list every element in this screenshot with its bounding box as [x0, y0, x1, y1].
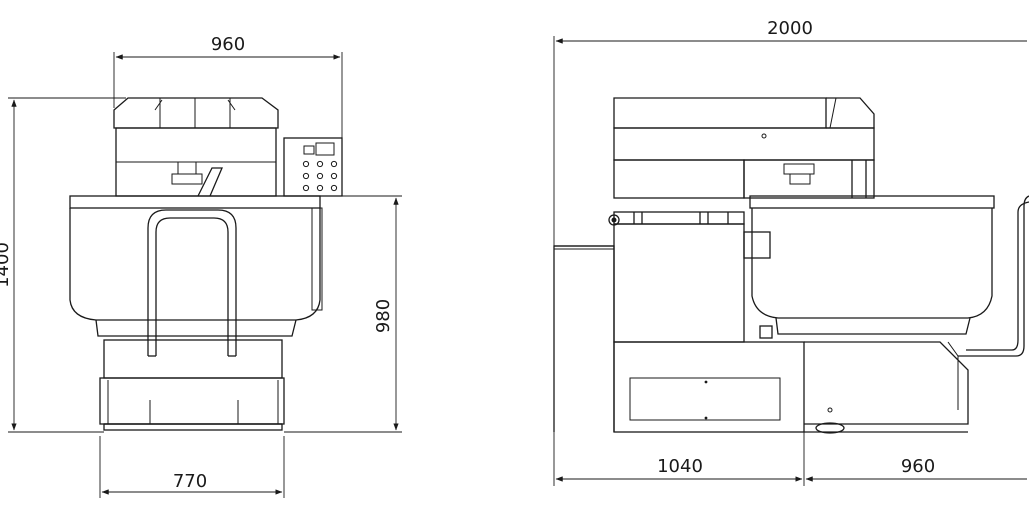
dim-front-width: 960: [113, 34, 343, 138]
dim-bowl-length: 960: [805, 456, 1027, 482]
dim-body-length: 1040: [553, 432, 805, 486]
front-handle: [147, 209, 237, 357]
dim-bowl-length-label: 960: [901, 456, 935, 477]
side-head: [613, 97, 875, 199]
side-rails: [608, 211, 773, 339]
front-view: 960 1400 980 770: [0, 34, 402, 498]
front-motor-housing: [115, 127, 277, 197]
side-handle: [958, 195, 1029, 357]
dim-front-width-label: 960: [211, 34, 245, 55]
dim-front-height-label: 1400: [0, 242, 13, 288]
dim-body-length-label: 1040: [657, 456, 703, 477]
side-view: 2000 1040 960: [553, 18, 1029, 486]
dim-bowl-height-label: 980: [373, 299, 394, 333]
dim-side-length: 2000: [553, 18, 1027, 246]
control-panel: [283, 137, 343, 197]
side-front-base: [804, 341, 969, 434]
side-bowl: [749, 195, 995, 335]
side-rear-body: [553, 223, 805, 433]
front-head-cover: [113, 97, 279, 129]
dim-base-width-label: 770: [173, 471, 207, 492]
dim-front-height: 1400: [0, 97, 126, 433]
dim-side-length-label: 2000: [767, 18, 813, 39]
dim-bowl-height: 980: [284, 195, 402, 433]
dim-base-width: 770: [99, 436, 285, 498]
front-base: [99, 339, 285, 431]
front-bowl: [69, 195, 323, 337]
